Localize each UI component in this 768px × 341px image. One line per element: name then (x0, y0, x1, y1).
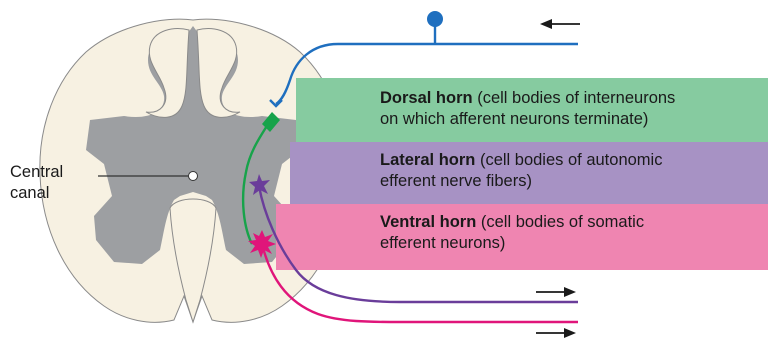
central-canal-label-line1: Central (10, 162, 63, 183)
lateral-horn-desc-1: (cell bodies of autonomic (475, 151, 662, 169)
lateral-horn-desc-2: efferent nerve fibers) (380, 171, 662, 192)
arrow-outgoing-lateral-icon (536, 287, 576, 297)
ventral-horn-desc-2: efferent neurons) (380, 233, 644, 254)
dorsal-horn-desc-1: (cell bodies of interneurons (473, 89, 676, 107)
central-canal-label-line2: canal (10, 183, 63, 204)
dorsal-horn-title: Dorsal horn (380, 89, 473, 107)
dorsal-horn-desc-2: on which afferent neurons terminate) (380, 109, 675, 130)
ventral-horn-desc-1: (cell bodies of somatic (476, 213, 644, 231)
dorsal-horn-label: Dorsal horn (cell bodies of interneurons… (380, 88, 675, 130)
central-canal-label: Central canal (10, 162, 63, 204)
arrow-incoming-icon (540, 19, 580, 29)
ventral-horn-title: Ventral horn (380, 213, 476, 231)
central-canal (189, 172, 198, 181)
lateral-horn-title: Lateral horn (380, 151, 475, 169)
lateral-horn-label: Lateral horn (cell bodies of autonomic e… (380, 150, 662, 192)
afferent-cell-body (427, 11, 443, 27)
ventral-horn-label: Ventral horn (cell bodies of somatic eff… (380, 212, 644, 254)
arrow-outgoing-ventral-icon (536, 328, 576, 338)
